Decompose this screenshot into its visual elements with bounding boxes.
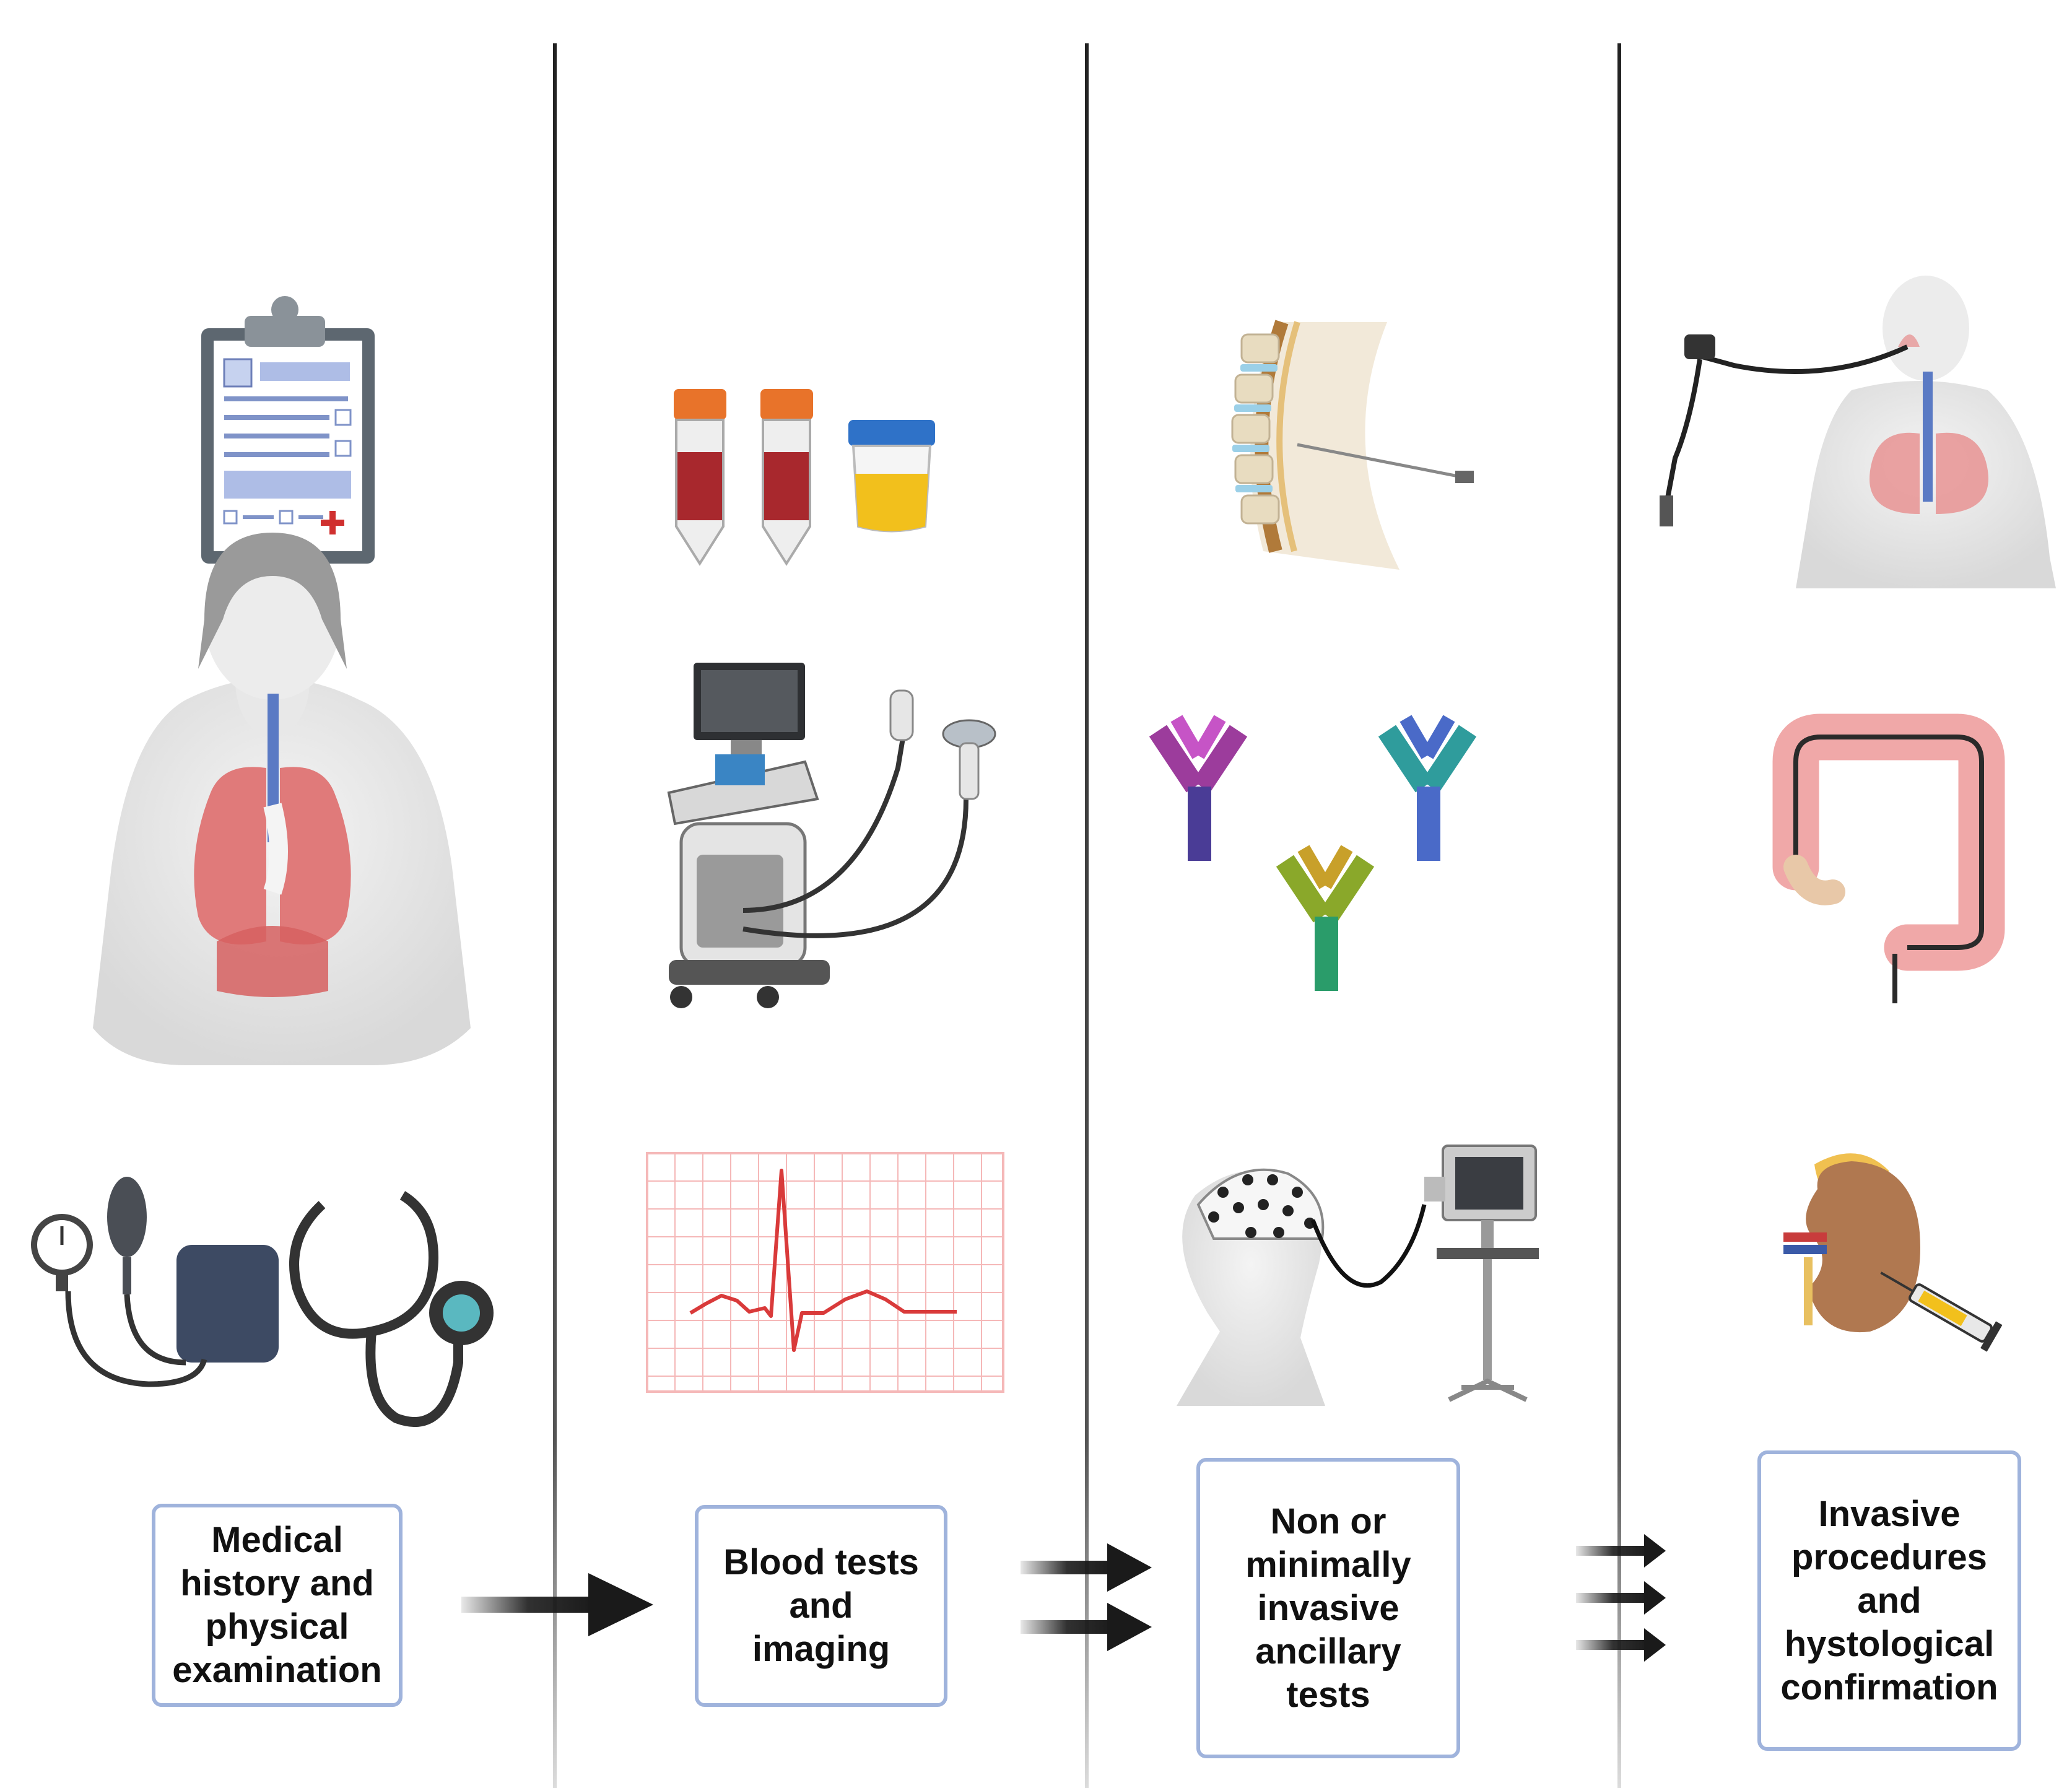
arrow-shaft — [461, 1597, 594, 1613]
transition-2-arrows — [1021, 1543, 1152, 1651]
urine-cup-icon — [848, 420, 935, 533]
stage-1-label: Medical history and physical examination — [152, 1504, 403, 1707]
column-3-icons — [1149, 320, 1539, 1406]
clipboard-icon — [201, 296, 375, 564]
arrow-shaft — [1576, 1546, 1650, 1556]
transition-1-arrows — [461, 1573, 653, 1636]
arrow-head — [1644, 1534, 1666, 1568]
divider-1 — [553, 43, 557, 1788]
ultrasound-machine-icon — [667, 663, 996, 1008]
bronchoscopy-icon — [1660, 276, 2056, 588]
colonoscopy-icon — [1772, 713, 2005, 1003]
stage-2-label: Blood tests and imaging — [695, 1505, 947, 1707]
eeg-monitor-icon — [1424, 1145, 1539, 1402]
column-1-icons — [31, 296, 494, 1427]
ecg-grid-icon — [646, 1152, 1004, 1393]
arrow-head — [1107, 1543, 1152, 1592]
arrow-shaft — [1021, 1561, 1113, 1574]
arrow-shaft — [1576, 1593, 1650, 1603]
arrow-shaft — [1021, 1620, 1113, 1634]
transition-3-arrows — [1576, 1534, 1666, 1662]
column-dividers — [553, 43, 1621, 1788]
eeg-cap-icon — [1177, 1168, 1427, 1406]
column-2-icons — [646, 389, 1004, 1393]
arrow-shaft — [1576, 1640, 1650, 1650]
torso-lungs-icon — [93, 533, 471, 1065]
kidney-biopsy-icon — [1783, 1153, 2003, 1352]
stethoscope-icon — [289, 1191, 494, 1427]
blood-tube-icon — [674, 389, 813, 566]
divider-2 — [1085, 43, 1089, 1788]
sphygmomanometer-icon — [31, 1177, 279, 1387]
arrow-head — [1644, 1628, 1666, 1662]
column-4-icons — [1660, 276, 2056, 1352]
antibody-icon — [1149, 715, 1477, 991]
lumbar-puncture-icon — [1231, 320, 1474, 570]
arrow-head — [1107, 1603, 1152, 1651]
divider-3 — [1617, 43, 1621, 1788]
arrow-head — [1644, 1581, 1666, 1615]
stage-4-label: Invasive procedures and hystological con… — [1757, 1450, 2021, 1751]
arrow-head — [588, 1573, 653, 1636]
transition-arrows — [461, 1534, 1666, 1662]
stage-3-label: Non or minimally invasive ancillary test… — [1196, 1458, 1460, 1758]
